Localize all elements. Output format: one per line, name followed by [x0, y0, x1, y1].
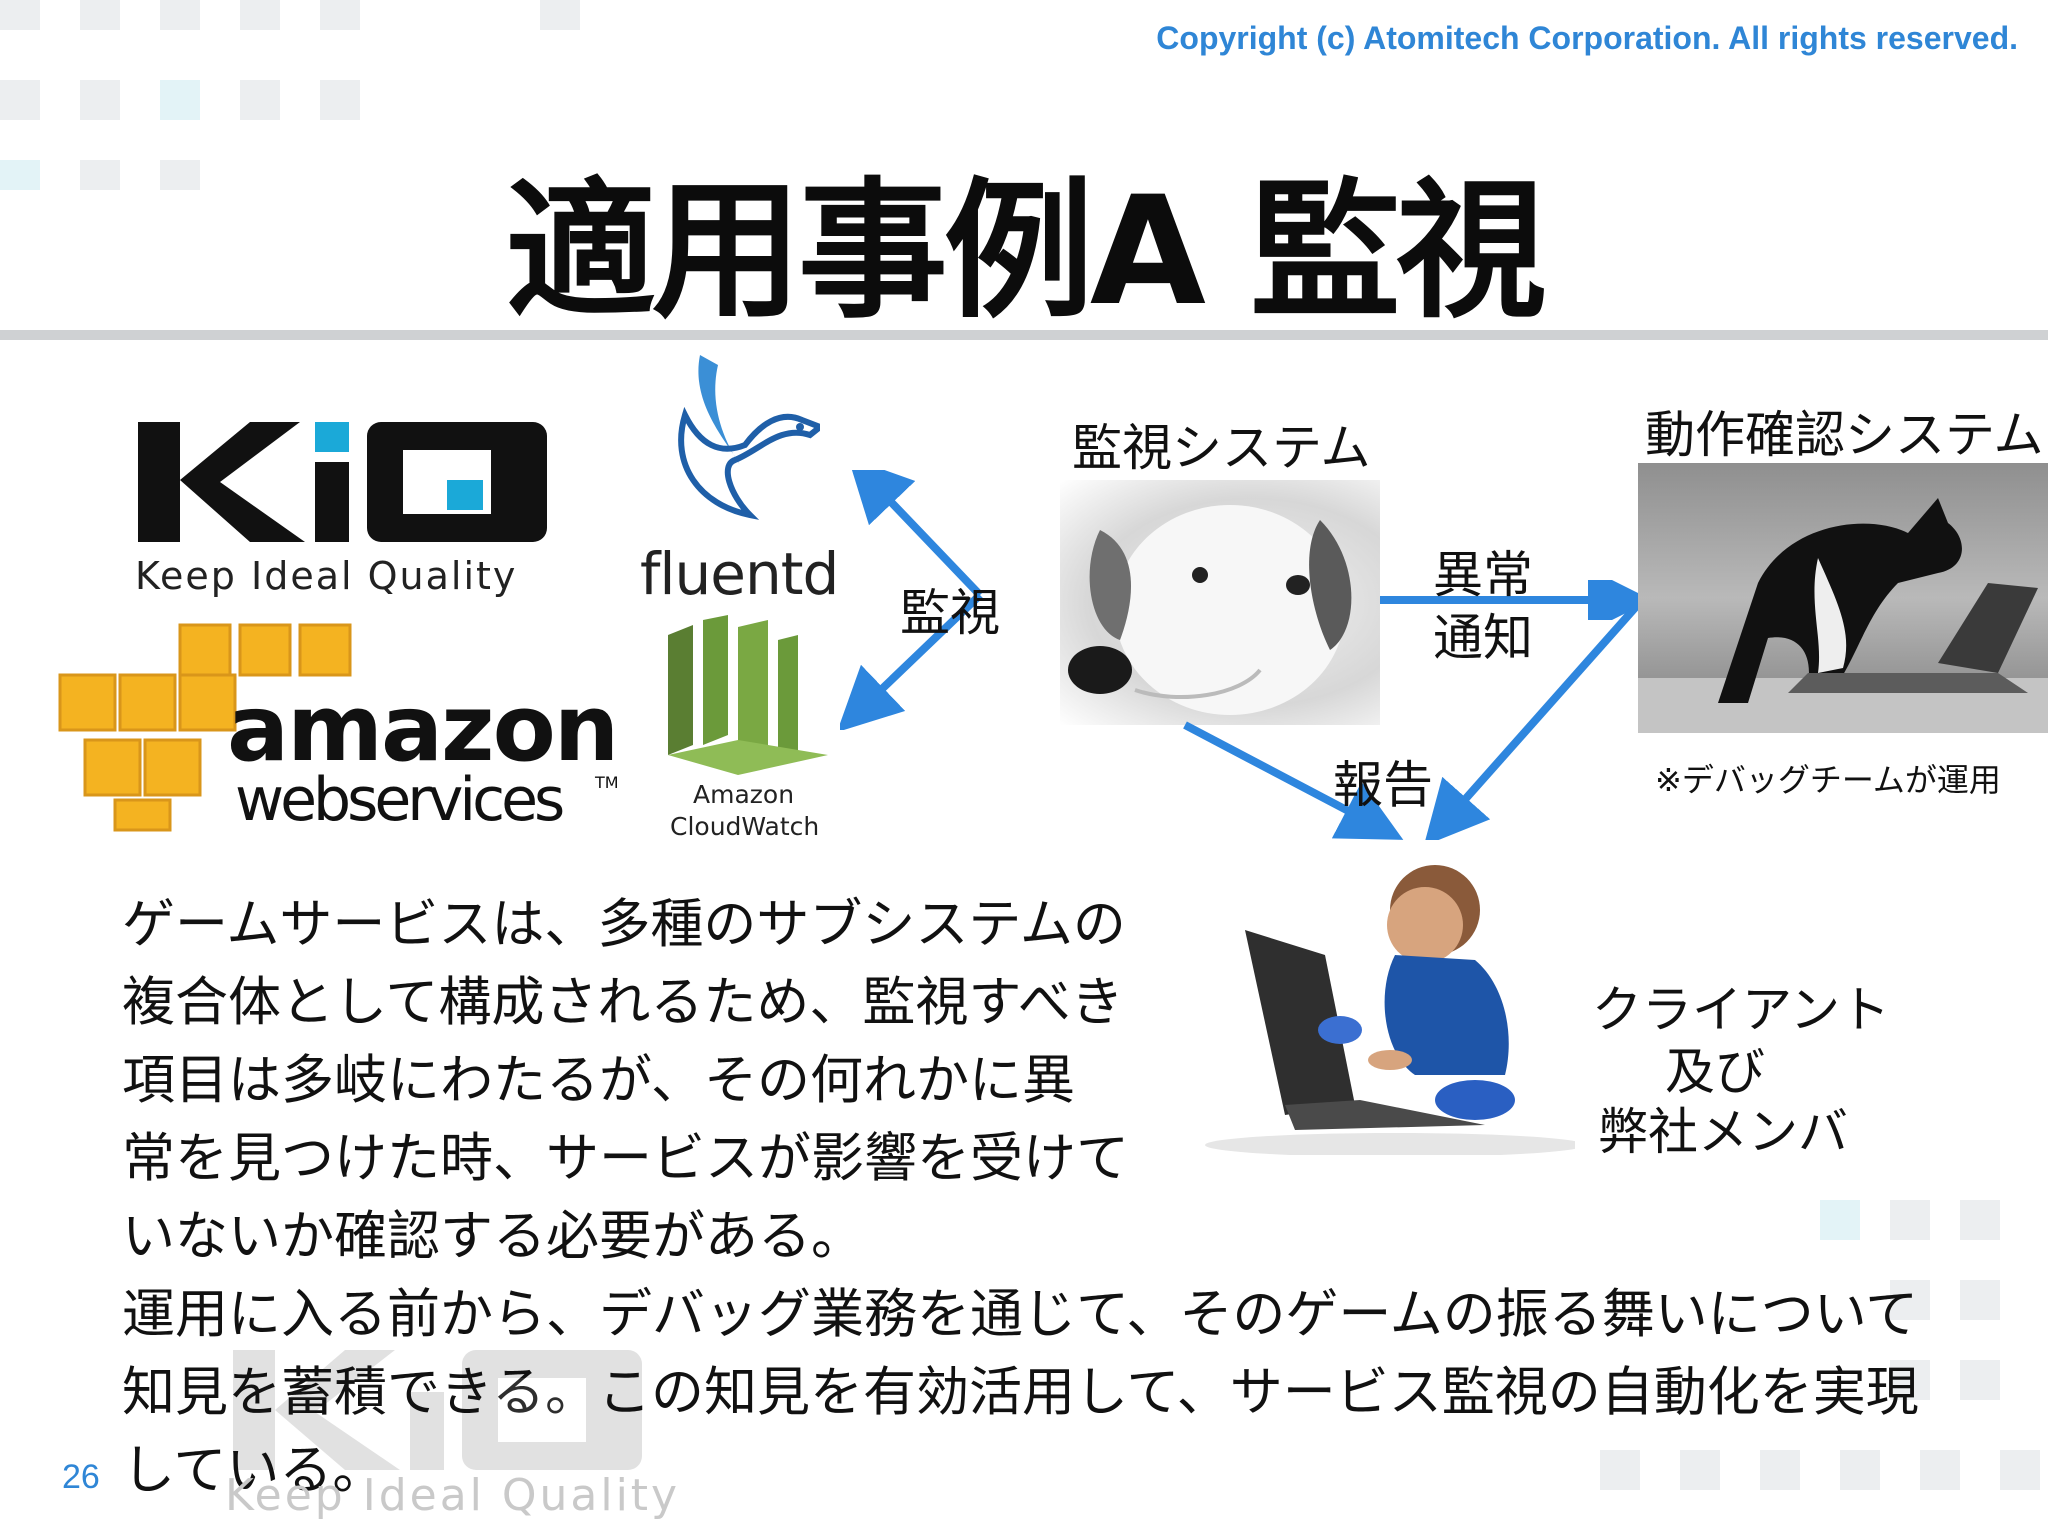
- title-divider: [0, 330, 2048, 340]
- anomaly-label: 異常: [1433, 546, 1533, 604]
- and-label: 及び: [1665, 1043, 1765, 1101]
- client-label: クライアント: [1592, 981, 1890, 1039]
- aws-logo: amazon webservices TM: [55, 615, 635, 835]
- verify-system-label: 動作確認システム: [1645, 406, 2044, 464]
- kiq-logo: Keep Ideal Quality: [135, 410, 555, 600]
- cloudwatch-label-line1: Amazon: [693, 780, 795, 809]
- body-paragraph-1: ゲームサービスは、多種のサブシステムの 複合体として構成されるため、監視すべき …: [122, 894, 1129, 1267]
- kiq-tagline: Keep Ideal Quality: [135, 554, 518, 598]
- cloudwatch-icon: [668, 615, 828, 775]
- monitor-arrows: [840, 470, 983, 730]
- aws-trademark: TM: [595, 773, 619, 792]
- body-paragraph-2: 運用に入る前から、デバッグ業務を通じて、そのゲームの振る舞いについて 知見を蓄積…: [122, 1284, 1919, 1501]
- copyright-notice: Copyright (c) Atomitech Corporation. All…: [1156, 20, 2018, 56]
- baby-laptop-photo: [1175, 855, 1575, 1155]
- members-label: 弊社メンバ: [1598, 1103, 1848, 1161]
- notify-label: 通知: [1433, 609, 1533, 667]
- dog-laptop-photo: [1638, 463, 2048, 733]
- debug-team-note: ※デバッグチームが運用: [1655, 761, 2001, 799]
- kiq-mark: [138, 422, 547, 542]
- anomaly-notify-arrow: [1380, 580, 1645, 620]
- report-arrows: [1183, 597, 1645, 840]
- aws-word-amazon: amazon: [227, 675, 619, 782]
- monitor-arrow-label: 監視: [900, 584, 1000, 642]
- fluentd-label: fluentd: [640, 540, 839, 608]
- aws-word-webservices: webservices: [235, 765, 565, 835]
- kiq-watermark-tagline: Keep Ideal Quality: [225, 1470, 681, 1521]
- dog-photo: [1060, 480, 1380, 725]
- aws-cubes: [58, 623, 352, 832]
- fluentd-bird-icon: [678, 355, 820, 520]
- report-label: 報告: [1333, 756, 1433, 814]
- page-number: 26: [62, 1458, 100, 1496]
- cloudwatch-label-line2: CloudWatch: [670, 812, 820, 841]
- kiq-watermark: [230, 1340, 660, 1484]
- monitor-system-label: 監視システム: [1072, 419, 1371, 477]
- page-title: 適用事例A 監視: [505, 165, 1546, 339]
